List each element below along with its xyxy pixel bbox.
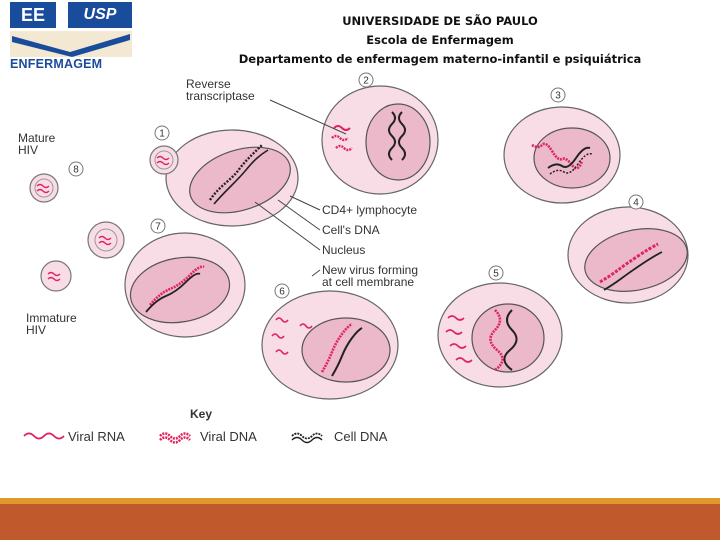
step-marker-1: 1 (154, 125, 170, 141)
svg-text:4: 4 (633, 198, 639, 209)
key-viral-rna: Viral RNA (68, 429, 125, 444)
label-nucleus: Nucleus (322, 243, 365, 257)
department-name: Departamento de enfermagem materno-infan… (238, 52, 642, 66)
cell-step-5 (437, 282, 563, 388)
virion-step-8 (29, 173, 59, 203)
key-viral-rna-swatch (23, 432, 65, 440)
immature-hiv-virion (40, 260, 72, 292)
mature-hiv-virion (149, 145, 179, 175)
leader-lines (254, 99, 347, 277)
cell-step-4 (567, 206, 689, 304)
footer-accent-bar (0, 498, 720, 504)
school-name: Escola de Enfermagem (366, 33, 514, 47)
label-new-virus-1: New virus forming (322, 263, 418, 277)
svg-text:2: 2 (363, 76, 369, 87)
step-markers: 1 2 3 4 5 6 7 8 (68, 72, 644, 299)
key-title: Key (190, 407, 212, 421)
key-viral-dna: Viral DNA (200, 429, 257, 444)
cell-step-1 (165, 129, 299, 227)
diagram-labels: Reverse transcriptase Mature HIV Immatur… (18, 77, 418, 337)
step-marker-6: 6 (274, 283, 290, 299)
key-cell-dna: Cell DNA (334, 429, 388, 444)
hiv-lifecycle-diagram: 1 2 3 4 5 6 7 8 Reverse transcriptase Ma… (18, 72, 689, 444)
label-mature-hiv-2: HIV (18, 143, 38, 157)
key-cell-dna-swatch (291, 432, 323, 440)
cell-step-3 (503, 106, 621, 204)
logo-enfermagem: ENFERMAGEM (10, 57, 103, 71)
label-cd4-lymphocyte: CD4+ lymphocyte (322, 203, 417, 217)
page-header: UNIVERSIDADE DE SÃO PAULO Escola de Enfe… (210, 12, 670, 69)
cell-step-2 (321, 85, 439, 195)
step-marker-2: 2 (358, 72, 374, 88)
label-new-virus-2: at cell membrane (322, 275, 414, 289)
university-name: UNIVERSIDADE DE SÃO PAULO (342, 14, 538, 28)
logo-wing-icon (12, 34, 130, 57)
label-mature-hiv-1: Mature (18, 131, 56, 145)
logo-ee: EE (10, 2, 56, 28)
logo-usp: USP (68, 2, 132, 28)
label-immature-hiv-1: Immature (26, 311, 77, 325)
step-marker-3: 3 (550, 87, 566, 103)
svg-text:7: 7 (155, 222, 161, 233)
cell-step-7 (87, 221, 246, 338)
label-reverse-transcriptase-1: Reverse (186, 77, 231, 91)
svg-text:5: 5 (493, 269, 499, 280)
svg-text:1: 1 (159, 129, 165, 140)
step-marker-4: 4 (628, 194, 644, 210)
label-reverse-transcriptase-2: transcriptase (186, 89, 255, 103)
label-immature-hiv-2: HIV (26, 323, 46, 337)
cell-step-6 (261, 290, 399, 400)
step-marker-5: 5 (488, 265, 504, 281)
school-logo: EE USP ENFERMAGEM (10, 2, 132, 70)
step-marker-8: 8 (68, 161, 84, 177)
step-marker-7: 7 (150, 218, 166, 234)
footer-band (0, 504, 720, 540)
label-cells-dna: Cell's DNA (322, 223, 380, 237)
svg-text:8: 8 (73, 165, 79, 176)
key-viral-dna-swatch (159, 432, 191, 440)
svg-text:3: 3 (555, 91, 561, 102)
svg-text:6: 6 (279, 287, 285, 298)
diagram-key: Key Viral RNA Viral DNA Cell DNA (23, 407, 388, 444)
